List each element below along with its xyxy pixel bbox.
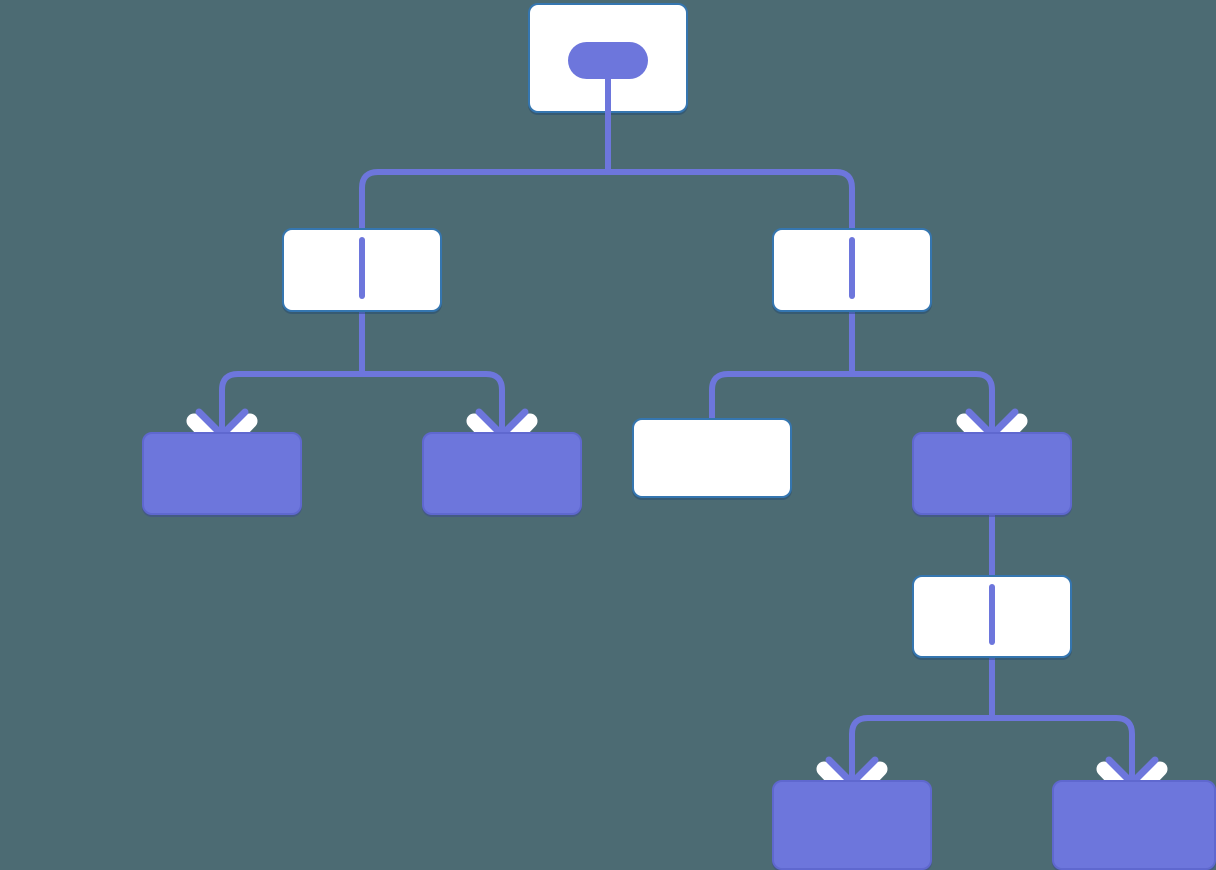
root-pill-shape	[568, 42, 648, 79]
node-level3-a[interactable]	[912, 575, 1072, 658]
node-level2-c[interactable]	[632, 418, 792, 498]
edge-root-to-l1b	[605, 169, 855, 231]
node-level1-left[interactable]	[282, 228, 442, 312]
node-level1-right[interactable]	[772, 228, 932, 312]
edge-l3a-to-l4a	[849, 715, 995, 783]
node-level4-a[interactable]	[772, 780, 932, 870]
node-level4-b[interactable]	[1052, 780, 1216, 870]
node-level2-d[interactable]	[912, 432, 1072, 515]
edge-l1a-to-l2a	[219, 371, 365, 435]
edge-l1b-to-l2d	[849, 371, 995, 435]
edge-root-to-l1a	[359, 169, 611, 231]
edge-l1b-to-l2c	[709, 371, 855, 421]
node-level2-a[interactable]	[142, 432, 302, 515]
edge-l1a-to-l2b	[359, 371, 505, 435]
node-level2-b[interactable]	[422, 432, 582, 515]
edge-l3a-to-l4b	[989, 715, 1135, 783]
